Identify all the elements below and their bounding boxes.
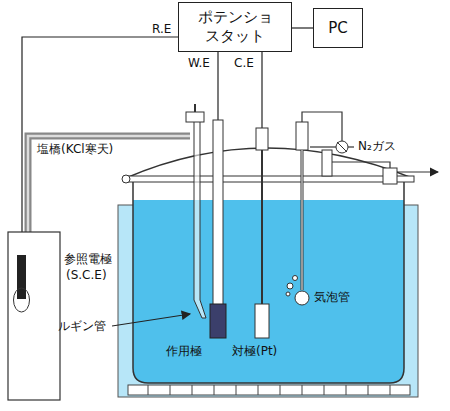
pc-box: PC [313, 8, 363, 48]
reference-electrode [17, 255, 26, 299]
we-wire [217, 52, 218, 120]
gas-tube [301, 150, 304, 290]
we-label: W.E [188, 56, 210, 70]
sce-label: (S.C.E) [66, 268, 107, 282]
salt-bridge-label: 塩橋(KCl寒天) [36, 142, 114, 156]
working-electrode [210, 304, 226, 338]
reference-vessel [8, 232, 60, 400]
gas-label: N₂ガス [357, 139, 397, 153]
bubbler [383, 168, 397, 184]
outlet-line [332, 162, 390, 172]
bubble-tube-label: 気泡管 [314, 290, 350, 304]
gas-valve [336, 141, 348, 153]
luggin-label: ルギン管 [58, 319, 106, 333]
outlet-joint [322, 150, 332, 176]
cell-solution [133, 200, 404, 383]
valve-mark [337, 142, 347, 152]
stopcock [186, 112, 204, 122]
ce-label: C.E [234, 56, 254, 70]
gas-tube-core [302, 150, 303, 290]
bubble-tube-bulb [295, 291, 309, 305]
counter-electrode [255, 304, 269, 338]
we-name-label: 作用極 [166, 344, 202, 358]
reference-bulb [14, 288, 30, 312]
node-text: PC [328, 19, 348, 38]
reference-label: 参照電極 [64, 252, 112, 266]
potentiostat-box: ポテンショスタット [178, 2, 292, 52]
clamp [122, 175, 130, 183]
ce-wire [261, 52, 262, 128]
support-grid [128, 385, 410, 395]
re-wire [22, 37, 178, 255]
cell-vessel [133, 176, 404, 383]
gas-pipe [348, 146, 354, 147]
gas-inlet-line [302, 112, 342, 150]
we-holder [213, 120, 223, 305]
ce-rod [261, 128, 263, 304]
lid-flange [124, 176, 414, 182]
gas-pipe [310, 146, 336, 147]
bubbles [286, 276, 298, 297]
gas-joint [296, 122, 308, 150]
node-text: ポテンショスタット [195, 8, 275, 46]
outlet-arrow [397, 171, 438, 172]
stopcock-handle [194, 104, 196, 112]
connector-line [292, 27, 313, 28]
ce-joint [256, 128, 268, 150]
ce-name-label: 対極(Pt) [232, 344, 277, 358]
re-label: R.E [152, 22, 171, 36]
gas-outlet [327, 138, 328, 150]
grid-bars [148, 385, 390, 395]
luggin-leader [112, 314, 190, 326]
luggin-capillary [190, 120, 206, 318]
